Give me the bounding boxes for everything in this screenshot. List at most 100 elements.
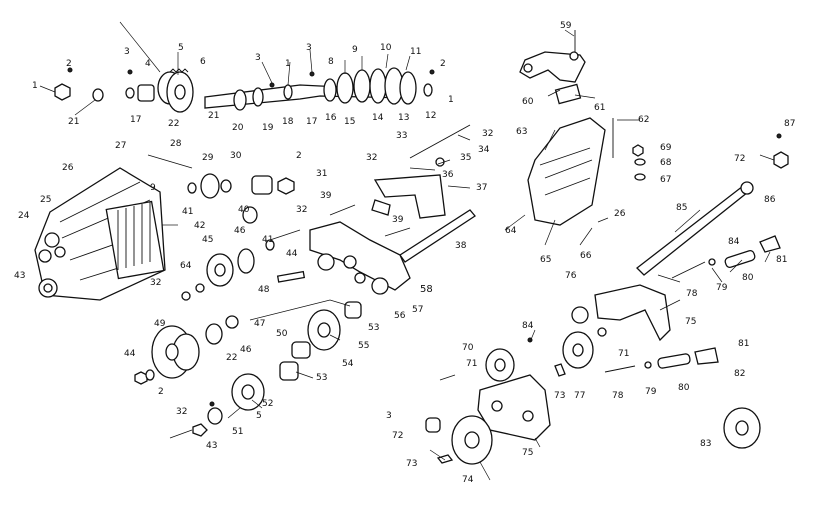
gear-54-55 <box>307 301 362 351</box>
part-label: 3 <box>386 411 392 421</box>
part-label: 8 <box>328 57 334 67</box>
part-label: 32 <box>296 205 307 215</box>
part-label: 37 <box>476 183 487 193</box>
part-label: 35 <box>460 153 471 163</box>
part-label: 3 <box>124 47 130 57</box>
part-label: 39 <box>392 215 404 225</box>
part-label: 77 <box>574 391 585 401</box>
part-label: 78 <box>612 391 624 401</box>
arm-56-58 <box>309 204 411 295</box>
part-label: 32 <box>482 129 493 139</box>
part-label: 44 <box>124 349 136 359</box>
part-label: 32 <box>150 278 161 288</box>
part-label: 33 <box>396 131 407 141</box>
part-label: 4 <box>145 59 151 69</box>
leader-lines <box>39 21 775 481</box>
part-label: 83 <box>700 439 711 449</box>
part-label: 17 <box>130 115 141 125</box>
part-label: 79 <box>716 283 728 293</box>
part-label: 73 <box>554 391 565 401</box>
part-label: 69 <box>660 143 672 153</box>
part-label: 9 <box>352 45 358 55</box>
part-label: 43 <box>14 271 25 281</box>
part-label: 25 <box>40 195 51 205</box>
part-label: 9 <box>150 183 156 193</box>
part-label: 31 <box>316 169 327 179</box>
part-label: 40 <box>238 205 250 215</box>
part-label: 71 <box>466 359 477 369</box>
part-label: 63 <box>516 127 527 137</box>
part-label: 86 <box>764 195 776 205</box>
part-label: 3 <box>255 53 261 63</box>
part-label: 80 <box>678 383 690 393</box>
part-label: 32 <box>366 153 377 163</box>
part-label: 5 <box>256 411 262 421</box>
part-label: 32 <box>176 407 187 417</box>
part-label: 2 <box>296 151 302 161</box>
part-label: 13 <box>398 113 409 123</box>
small-parts-row <box>187 173 295 199</box>
part-label: 1 <box>285 59 291 69</box>
part-label: 64 <box>180 261 192 271</box>
part-label: 15 <box>344 117 355 127</box>
motor-housing <box>34 154 193 301</box>
part-label: 74 <box>462 475 474 485</box>
part-label: 5 <box>178 43 184 53</box>
part-label: 27 <box>115 141 126 151</box>
part-label: 73 <box>406 459 417 469</box>
part-label: 19 <box>262 123 274 133</box>
long-rod <box>636 181 754 276</box>
part-label: 38 <box>455 241 467 251</box>
part-label: 11 <box>410 47 421 57</box>
part-label: 78 <box>686 289 698 299</box>
part-label: 26 <box>614 209 626 219</box>
part-label: 45 <box>202 235 213 245</box>
part-label: 81 <box>776 255 787 265</box>
part-label: 44 <box>286 249 298 259</box>
part-label: 80 <box>742 273 754 283</box>
part-label: 79 <box>645 387 657 397</box>
part-label: 53 <box>316 373 327 383</box>
part-label: 22 <box>168 119 179 129</box>
part-label: 59 <box>560 21 572 31</box>
part-label: 42 <box>194 221 205 231</box>
part-label: 21 <box>68 117 79 127</box>
part-label: 82 <box>734 369 745 379</box>
part-label: 76 <box>565 271 577 281</box>
part-label: 72 <box>392 431 403 441</box>
part-label: 55 <box>358 341 369 351</box>
part-label: 36 <box>442 170 454 180</box>
lower-right-gear-group <box>425 331 761 465</box>
part-label: 30 <box>230 151 242 161</box>
part-label: 46 <box>240 345 252 355</box>
part-label: 61 <box>594 103 605 113</box>
part-label: 71 <box>618 349 629 359</box>
part-label: 84 <box>522 321 534 331</box>
right-lever-group <box>571 235 781 342</box>
part-label: 2 <box>158 387 164 397</box>
part-label: 2 <box>66 59 72 69</box>
part-label: 75 <box>522 448 533 458</box>
part-label: 3 <box>306 43 312 53</box>
part-label: 24 <box>18 211 30 221</box>
part-label: 56 <box>394 311 406 321</box>
part-label: 43 <box>206 441 217 451</box>
part-label: 66 <box>580 251 592 261</box>
part-label: 85 <box>676 203 687 213</box>
part-label: 81 <box>738 339 749 349</box>
part-label: 29 <box>202 153 214 163</box>
part-label: 51 <box>232 427 243 437</box>
part-label: 41 <box>262 235 273 245</box>
bracket-33-38 <box>371 124 476 263</box>
part-label: 1 <box>448 95 454 105</box>
part-label: 41 <box>182 207 193 217</box>
part-label: 65 <box>540 255 551 265</box>
part-label: 28 <box>170 139 182 149</box>
part-label: 57 <box>412 305 423 315</box>
part-label: 20 <box>232 123 244 133</box>
part-label: 14 <box>372 113 384 123</box>
part-label: 62 <box>638 115 649 125</box>
part-label: 21 <box>208 111 219 121</box>
part-label: 72 <box>734 154 745 164</box>
